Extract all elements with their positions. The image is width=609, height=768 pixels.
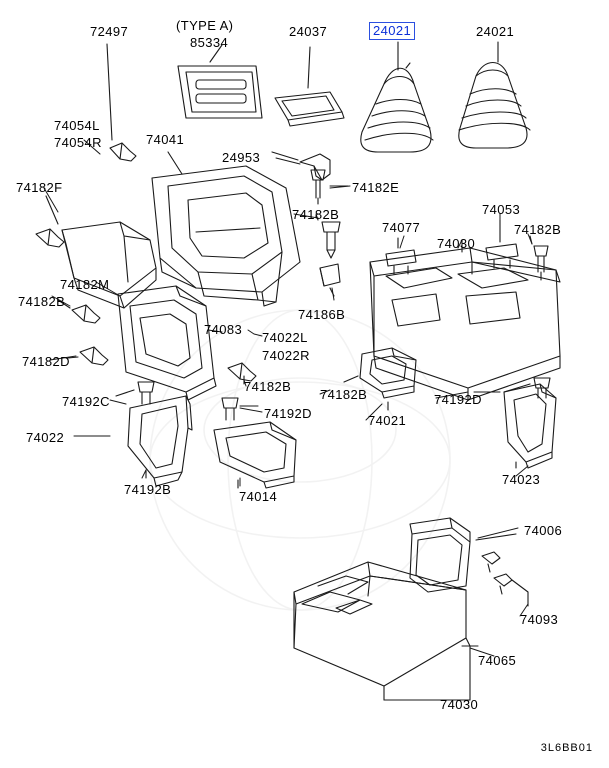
part-72497	[106, 43, 137, 162]
label-74065: 74065	[478, 653, 517, 668]
part-74030-lower	[293, 561, 479, 701]
label-74192D: 74192D	[264, 406, 312, 421]
label-74021-bracket: 74021	[368, 413, 407, 428]
label-85334: 85334	[190, 35, 229, 50]
label-74182D: 74182D	[22, 354, 70, 369]
label-24021-right: 24021	[476, 24, 515, 39]
part-74192C	[115, 381, 155, 405]
part-74021-bracket	[343, 347, 417, 411]
part-74014	[213, 421, 297, 489]
part-74093	[481, 551, 529, 607]
diagram-code: 3L6BB01	[540, 742, 593, 754]
label-74053: 74053	[482, 202, 521, 217]
part-74192D-right	[503, 377, 551, 399]
label-74030-lower: 74030	[440, 697, 479, 712]
label-74182B-d: 74182B	[244, 379, 292, 394]
label-74006: 74006	[524, 523, 563, 538]
label-74030-upper: 74030	[437, 236, 476, 251]
label-24037: 24037	[289, 24, 328, 39]
watermark	[149, 309, 451, 611]
label-74182M: 74182M	[60, 277, 110, 292]
part-85334	[177, 44, 263, 119]
label-74192B: 74192B	[124, 482, 172, 497]
label-74182B-a: 74182B	[292, 207, 340, 222]
part-74041	[151, 151, 301, 307]
label-72497: 72497	[90, 24, 129, 39]
part-74023	[473, 383, 557, 469]
part-74186B	[319, 263, 341, 297]
label-74093: 74093	[520, 612, 559, 627]
part-74182D	[67, 346, 109, 366]
label-74022: 74022	[26, 430, 65, 445]
part-74182F	[45, 195, 157, 309]
label-74186B: 74186B	[298, 307, 346, 322]
label-74022R: 74022R	[262, 348, 310, 363]
label-24953: 24953	[222, 150, 261, 165]
label-74192C: 74192C	[62, 394, 110, 409]
label-74054L: 74054L	[54, 118, 100, 133]
part-24037	[274, 46, 345, 127]
label-74182B-c: 74182B	[18, 294, 66, 309]
label-74192D-right: 74192D	[434, 392, 482, 407]
label-74182B-b: 74182B	[514, 222, 562, 237]
part-74054	[35, 139, 101, 248]
label-74083: 74083	[204, 322, 243, 337]
label-74023: 74023	[502, 472, 541, 487]
part-74030-upper	[369, 239, 561, 401]
label-type-a: (TYPE A)	[176, 18, 234, 33]
part-74182B-right	[529, 235, 549, 281]
part-74182B-left	[57, 299, 101, 324]
label-74022L: 74022L	[262, 330, 308, 345]
part-74182B-1	[315, 213, 341, 259]
part-74077	[385, 237, 417, 275]
leader-lines	[43, 157, 533, 657]
part-24953	[271, 151, 331, 181]
part-24021-highlight	[360, 41, 434, 153]
part-24021-right	[458, 41, 531, 149]
label-74077: 74077	[382, 220, 421, 235]
part-74083	[117, 285, 223, 401]
label-74182E: 74182E	[352, 180, 400, 195]
part-74192D	[221, 397, 259, 421]
label-74182B-e: 74182B	[320, 387, 368, 402]
part-74022-bracket	[73, 395, 193, 487]
label-74014: 74014	[239, 489, 278, 504]
label-24021-highlighted[interactable]: 24021	[369, 22, 416, 40]
part-74006	[409, 517, 517, 593]
label-74054R: 74054R	[54, 135, 102, 150]
label-74041: 74041	[146, 132, 185, 147]
label-74182F: 74182F	[16, 180, 63, 195]
